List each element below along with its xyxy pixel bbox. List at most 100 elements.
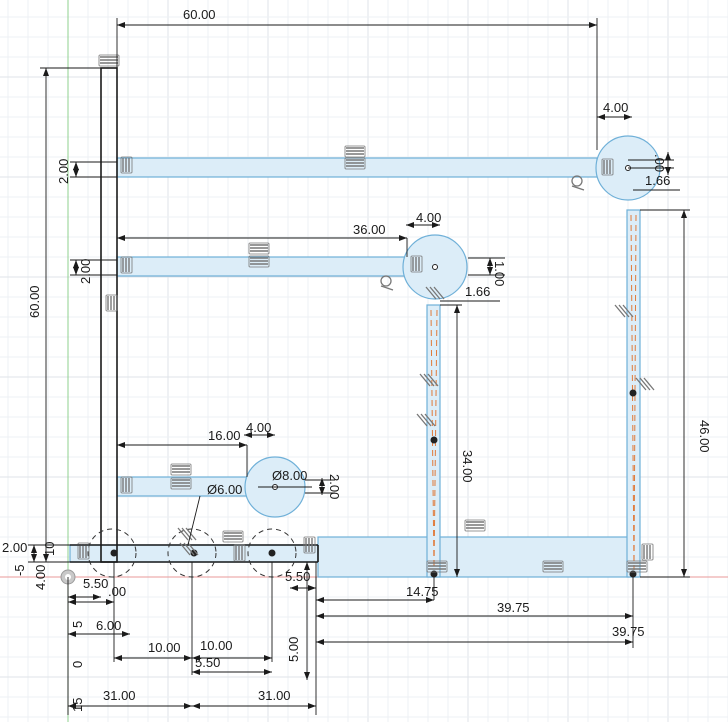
dimension-arrow: [316, 613, 324, 619]
dimension-arrow: [487, 267, 493, 275]
parallel-constraint-icon[interactable]: [419, 373, 439, 387]
dim-top-gap[interactable]: .00: [652, 154, 667, 172]
parallel-constraint-icon[interactable]: [614, 304, 634, 318]
dim-left-side-4[interactable]: 4.00: [33, 565, 48, 590]
dim-mid-gap[interactable]: 1.00: [492, 261, 507, 286]
constraint-icon[interactable]: [222, 530, 244, 543]
top-bar-profile[interactable]: [116, 157, 598, 178]
dim-right-height[interactable]: 46.00: [697, 420, 712, 453]
constraint-icon[interactable]: [626, 560, 648, 573]
constraint-icon[interactable]: [120, 476, 133, 494]
constraint-icon[interactable]: [233, 544, 246, 562]
dim-base-550b[interactable]: 5.50: [195, 655, 220, 670]
dimension-line: [187, 495, 201, 546]
dim-top-small[interactable]: 1.66: [645, 173, 670, 188]
base-hole-point-3[interactable]: [268, 549, 276, 557]
constraint-icon[interactable]: [98, 54, 120, 67]
dim-base-550c[interactable]: 5.50: [285, 569, 310, 584]
constraint-icon[interactable]: [120, 156, 133, 174]
dim-top-bar-thickness[interactable]: 2.00: [56, 159, 71, 184]
sketch-lines: [70, 67, 319, 563]
dim-hole-small[interactable]: Ø6.00: [207, 482, 242, 497]
dim-low-circle-offset[interactable]: 4.00: [246, 420, 271, 435]
dim-base-10b[interactable]: 10.00: [200, 638, 233, 653]
dimension-arrow: [316, 639, 324, 645]
mid-column-point[interactable]: [430, 436, 438, 444]
constraint-icon[interactable]: [410, 255, 423, 273]
base-right-profile[interactable]: [317, 536, 639, 578]
constraint-icon[interactable]: [120, 256, 133, 274]
constraint-icon[interactable]: [303, 536, 316, 554]
base-hole-point-1[interactable]: [110, 549, 118, 557]
parallel-constraint-icon[interactable]: [425, 286, 445, 300]
parallel-constraint-icon[interactable]: [179, 542, 199, 556]
dim-base-6[interactable]: 6.00: [96, 618, 121, 633]
dim-right-3975b[interactable]: 39.75: [612, 624, 645, 639]
constraint-icon[interactable]: [105, 294, 118, 312]
constraint-icon[interactable]: [426, 560, 448, 573]
coincident-icon[interactable]: [571, 175, 585, 191]
dim-mid-bar-length[interactable]: 36.00: [353, 222, 386, 237]
dimension-arrow: [308, 585, 316, 591]
dim-mid-small[interactable]: 1.66: [465, 284, 490, 299]
constraint-icon[interactable]: [344, 157, 366, 170]
dim-base-5-vertical[interactable]: 5.00: [286, 637, 301, 662]
dim-base-31b[interactable]: 31.00: [258, 688, 291, 703]
dimension-arrow: [267, 432, 275, 438]
constraint-icon[interactable]: [77, 542, 90, 560]
dimension-arrow: [184, 655, 192, 661]
dim-low-gap[interactable]: 2.00: [327, 474, 342, 499]
dimension-arrow: [406, 222, 414, 228]
constraint-icon[interactable]: [170, 477, 192, 490]
dim-top-circle-offset[interactable]: 4.00: [603, 100, 628, 115]
parallel-constraint-icon[interactable]: [635, 377, 655, 391]
dim-left-side-10[interactable]: 10: [42, 542, 57, 556]
dim-left-side-0[interactable]: 0: [70, 661, 85, 668]
coincident-icon[interactable]: [380, 275, 394, 291]
right-column-point[interactable]: [629, 389, 637, 397]
constraint-icon[interactable]: [542, 560, 564, 573]
base-circle-1[interactable]: [87, 528, 137, 578]
dim-base-left-small2[interactable]: .00: [108, 584, 126, 599]
dimension-arrow: [68, 599, 76, 605]
dim-top-width[interactable]: 60.00: [183, 7, 216, 22]
dim-base-31a[interactable]: 31.00: [103, 688, 136, 703]
constraint-icon[interactable]: [344, 145, 366, 158]
dimension-arrow: [73, 162, 79, 170]
dim-base-left-small[interactable]: 5.50: [83, 576, 108, 591]
dimension-arrow: [192, 655, 200, 661]
dim-base-thickness[interactable]: 2.00: [2, 540, 27, 555]
dim-base-10a[interactable]: 10.00: [148, 640, 181, 655]
constraint-icon[interactable]: [464, 519, 486, 532]
dimension-arrow: [487, 258, 493, 266]
constraint-icon[interactable]: [170, 463, 192, 476]
dimension-arrow: [304, 562, 310, 570]
constraint-icon[interactable]: [248, 255, 270, 268]
dim-left-height[interactable]: 60.00: [27, 285, 42, 318]
dimension-arrow: [665, 167, 671, 175]
dim-left-side-neg5[interactable]: -5: [12, 564, 27, 576]
dim-mid-circle-offset[interactable]: 4.00: [416, 210, 441, 225]
dim-hole-large[interactable]: Ø8.00: [272, 468, 307, 483]
dim-middle-height[interactable]: 34.00: [460, 450, 475, 483]
mid-pivot-center[interactable]: [432, 264, 438, 270]
constraint-icon[interactable]: [601, 158, 614, 176]
dimension-arrow: [114, 655, 122, 661]
constraint-icon[interactable]: [248, 242, 270, 255]
dim-mid-bar-thickness[interactable]: 2.00: [78, 259, 93, 284]
dim-left-side-5b[interactable]: 5: [70, 621, 85, 628]
dim-low-bar-length[interactable]: 16.00: [208, 428, 241, 443]
dim-right-3975a[interactable]: 39.75: [497, 600, 530, 615]
profile-regions: [69, 135, 661, 578]
dim-right-1475[interactable]: 14.75: [406, 584, 439, 599]
dimension-arrow: [432, 222, 440, 228]
mid-bar-profile[interactable]: [116, 256, 408, 277]
parallel-constraint-icon[interactable]: [416, 413, 436, 427]
dimension-arrow: [589, 22, 597, 28]
dimension-arrow: [681, 569, 687, 577]
dim-left-side-15[interactable]: 15: [70, 698, 85, 712]
dimension-arrow: [31, 545, 37, 553]
constraint-icon[interactable]: [641, 543, 654, 561]
